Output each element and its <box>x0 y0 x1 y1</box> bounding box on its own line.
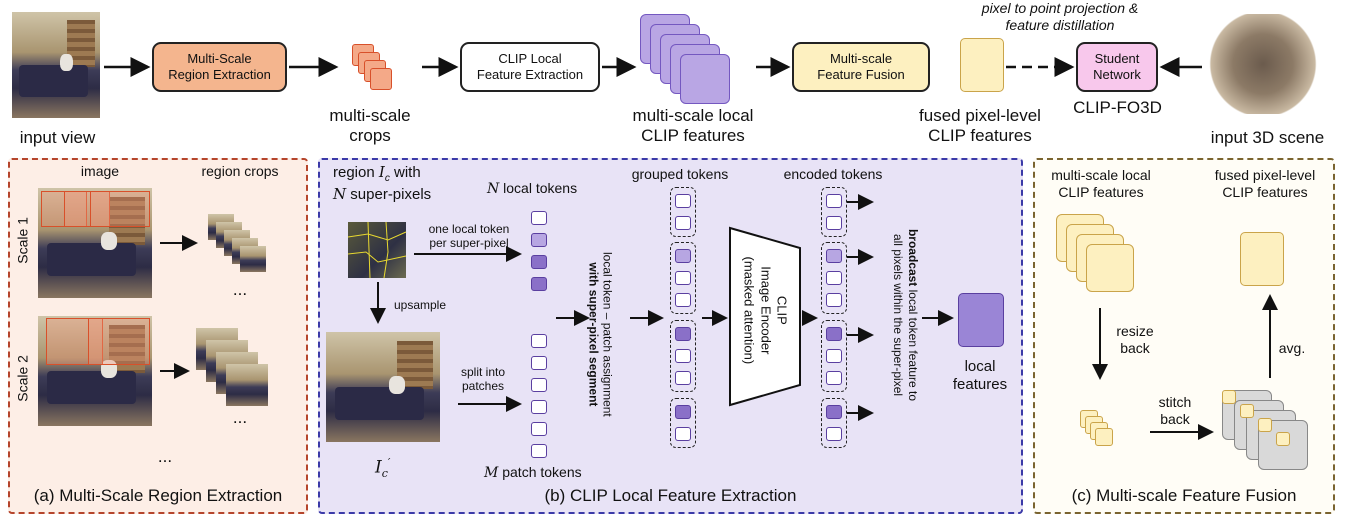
encoded-tokens-label: encoded tokens <box>783 166 883 182</box>
panel-c-fused-label: fused pixel-level CLIP features <box>1214 167 1316 200</box>
avg-label: avg. <box>1278 340 1306 356</box>
panel-b-caption: (b) CLIP Local Feature Extraction <box>544 486 797 505</box>
multiscale-crops-label: multi-scale crops <box>329 106 411 146</box>
dots-3: ... <box>157 447 173 466</box>
grouped-tokens-label: grouped tokens <box>631 166 729 182</box>
input-view-image <box>12 12 100 118</box>
ic-prime-label: Ic′ <box>375 456 391 481</box>
fused-label: fused pixel-level CLIP features <box>919 106 1041 146</box>
panel-a-caption: (a) Multi-Scale Region Extraction <box>33 486 283 505</box>
multiscale-local-label: multi-scale local CLIP features <box>632 106 754 146</box>
local-features-label: local features <box>952 358 1008 393</box>
dots-2: ... <box>232 408 248 427</box>
clip-local-box: CLIP Local Feature Extraction <box>460 42 600 92</box>
panel-c-fused-icon <box>1240 232 1284 286</box>
dots-1: ... <box>232 280 248 299</box>
panel-c-caption: (c) Multi-scale Feature Fusion <box>1071 486 1297 505</box>
region-label: region Ic with N super-pixels <box>333 163 432 203</box>
upsampled-image <box>326 332 440 442</box>
region-superpixel-image <box>347 221 407 279</box>
student-network-box: Student Network <box>1076 42 1158 92</box>
m-patch-tokens-label: M patch tokens <box>484 464 582 481</box>
resize-label: resize back <box>1116 323 1154 356</box>
panel-a-image-label: image <box>80 163 120 179</box>
feature-fusion-box: Multi-scale Feature Fusion <box>792 42 930 92</box>
projection-label: pixel to point projection & feature dist… <box>981 0 1139 33</box>
input-view-label: input view <box>19 128 96 147</box>
split-label: split into patches <box>460 365 506 394</box>
upsample-label: upsample <box>393 298 447 312</box>
local-features-icon <box>958 293 1004 347</box>
one-local-label: one local token per super-pixel <box>428 222 510 251</box>
clip-fo3d-label: CLIP-FO3D <box>1073 98 1162 117</box>
stitch-label: stitch back <box>1158 394 1192 427</box>
n-local-tokens-label: N local tokens <box>487 180 578 197</box>
input-3d-scene-image <box>1208 14 1318 114</box>
scale1-image <box>38 188 152 298</box>
input-3d-scene-label: input 3D scene <box>1210 128 1325 147</box>
fused-feature-icon <box>960 38 1004 92</box>
scale2-image <box>38 316 152 426</box>
region-extraction-box: Multi-Scale Region Extraction <box>152 42 287 92</box>
panel-a-region-crops-label: region crops <box>201 163 279 179</box>
panel-c-ms-local-label: multi-scale local CLIP features <box>1051 167 1151 200</box>
